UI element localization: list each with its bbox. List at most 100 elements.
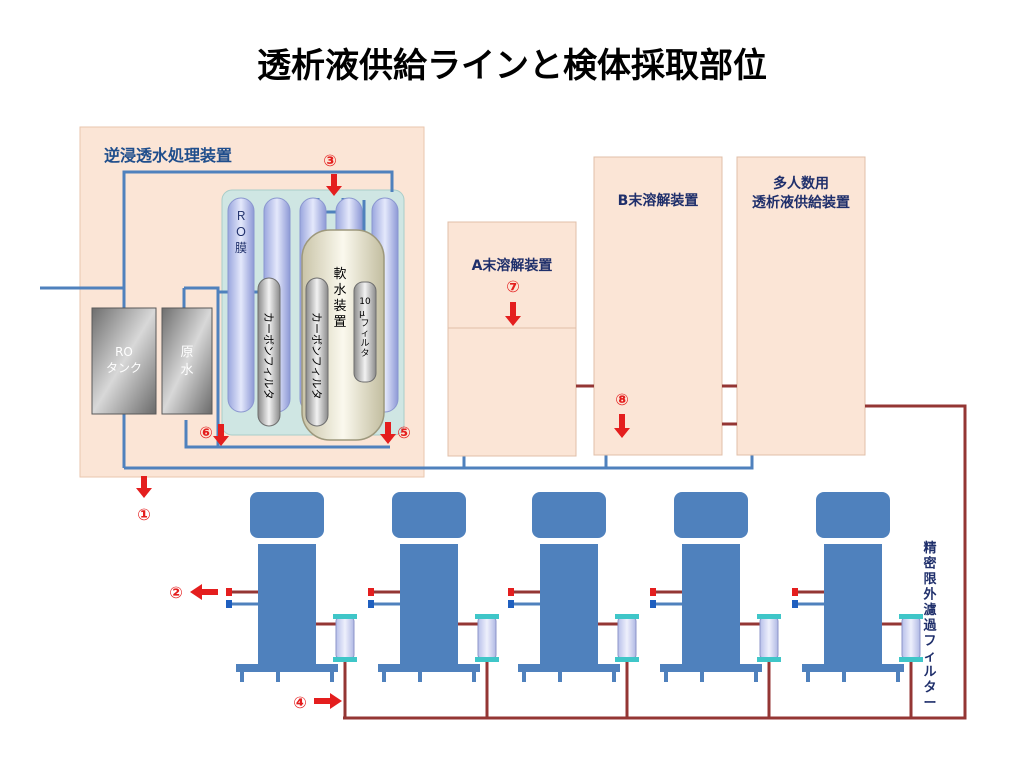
b-dissolver-box xyxy=(593,156,723,456)
precision-label-char: ル xyxy=(923,665,936,680)
console-5-body xyxy=(824,544,882,672)
console-4-body xyxy=(682,544,740,672)
arrow-2 xyxy=(190,584,218,600)
console-4-precision-filter xyxy=(759,617,779,659)
precision-label-char: 外 xyxy=(922,587,936,603)
console-5-leg-left xyxy=(806,672,810,682)
micron-filter-label-4: ル xyxy=(360,339,369,349)
point-6-label: ⑥ xyxy=(199,423,213,442)
arrow-8 xyxy=(614,414,630,438)
carbon-filter-2-label: カーボンフィルタ xyxy=(310,312,323,399)
ro-tank xyxy=(91,307,157,415)
console-3-leg-left xyxy=(522,672,526,682)
point-2-label: ② xyxy=(169,583,183,602)
console-2-body xyxy=(400,544,458,672)
precision-label-char: フ xyxy=(923,634,936,649)
arrow-4 xyxy=(314,693,342,709)
raw-water-label-2: 水 xyxy=(180,363,193,378)
carbon-filter-2 xyxy=(305,277,329,427)
console-4-filter-cap-top xyxy=(757,614,781,619)
console-2-leg-left xyxy=(382,672,386,682)
console-1-port-blue xyxy=(226,600,232,608)
precision-label-char: タ xyxy=(923,681,936,696)
console-5-filter-cap-bottom xyxy=(899,657,923,662)
a-dissolver-box xyxy=(447,221,577,457)
red-connectors xyxy=(343,384,967,720)
console-1-body xyxy=(258,544,316,672)
console-4-head xyxy=(674,492,748,538)
micron-filter xyxy=(353,281,377,383)
ro-membrane-label-2: Ｏ xyxy=(235,225,247,239)
point-1-label: ① xyxy=(137,505,151,524)
sampling-arrows xyxy=(136,174,630,709)
supply-unit-label-1: 多人数用 xyxy=(773,175,829,192)
arrow-1 xyxy=(136,476,152,498)
a-dissolver-label: A末溶解装置 xyxy=(472,257,553,274)
console-5-base xyxy=(802,664,904,672)
arrow-7 xyxy=(505,302,521,326)
console-3-body xyxy=(540,544,598,672)
console-3-leg-right xyxy=(612,672,616,682)
ro-tank-label-2: タンク xyxy=(106,361,142,375)
console-3-filter-cap-bottom xyxy=(615,657,639,662)
precision-label-char: ィ xyxy=(923,650,936,665)
console-1-head xyxy=(250,492,324,538)
dialysis-consoles xyxy=(226,492,923,718)
supply-unit-box xyxy=(736,156,866,456)
console-1-leg-mid xyxy=(276,672,280,682)
console-3-base xyxy=(518,664,620,672)
softener-label-4: 置 xyxy=(333,315,346,330)
console-4-leg-left xyxy=(664,672,668,682)
console-5-precision-filter xyxy=(901,617,921,659)
softener-label-2: 水 xyxy=(333,283,346,298)
micron-filter-label-2: フ xyxy=(360,319,369,329)
console-3-precision-filter xyxy=(617,617,637,659)
precision-label-char: 密 xyxy=(922,556,936,572)
ro-membrane-1 xyxy=(227,197,255,413)
console-2-leg-right xyxy=(472,672,476,682)
precision-label-char: 濾 xyxy=(923,602,936,618)
precision-label-char: 過 xyxy=(922,618,937,634)
point-3-label: ③ xyxy=(323,151,337,170)
console-1-filter-cap-top xyxy=(333,614,357,619)
ro-membrane-label-1: Ｒ xyxy=(235,209,247,223)
micron-filter-label-0: 10 xyxy=(359,297,371,307)
precision-label-char: 限 xyxy=(923,572,937,587)
console-5-filter-cap-top xyxy=(899,614,923,619)
console-2-head xyxy=(392,492,466,538)
console-1-leg-left xyxy=(240,672,244,682)
micron-filter-label-1: μ xyxy=(359,309,365,319)
console-4-base xyxy=(660,664,762,672)
console-2-port-red xyxy=(368,588,374,596)
console-4-port-red xyxy=(650,588,656,596)
arrow-6 xyxy=(213,424,229,446)
arrow-5 xyxy=(380,422,396,444)
console-2-filter-cap-bottom xyxy=(475,657,499,662)
console-1-precision-filter xyxy=(335,617,355,659)
softener-label-1: 軟 xyxy=(333,266,346,282)
console-5-leg-mid xyxy=(842,672,846,682)
console-1-base xyxy=(236,664,338,672)
point-7-label: ⑦ xyxy=(506,277,520,296)
carbon-filter-1-label: カーボンフィルタ xyxy=(262,312,275,399)
console-2-base xyxy=(378,664,480,672)
point-4-label: ④ xyxy=(293,693,307,712)
console-4-port-blue xyxy=(650,600,656,608)
console-2-precision-filter xyxy=(477,617,497,659)
console-5-port-red xyxy=(792,588,798,596)
raw-water-label-1: 原 xyxy=(180,345,193,360)
console-5-leg-right xyxy=(896,672,900,682)
precision-label-char: ー xyxy=(923,696,936,711)
ro-unit-label: 逆浸透水処理装置 xyxy=(104,146,232,165)
micron-filter-label-3: ィ xyxy=(360,329,369,339)
console-4-leg-right xyxy=(754,672,758,682)
sampling-numbers: ① ② ③ ④ ⑤ ⑥ ⑦ ⑧ xyxy=(137,151,629,712)
console-5-head xyxy=(816,492,890,538)
console-1-filter-cap-bottom xyxy=(333,657,357,662)
console-2-port-blue xyxy=(368,600,374,608)
console-4-leg-mid xyxy=(700,672,704,682)
carbon-filter-1 xyxy=(257,277,281,427)
console-3-filter-cap-top xyxy=(615,614,639,619)
ro-membrane-label-3: 膜 xyxy=(235,241,247,255)
